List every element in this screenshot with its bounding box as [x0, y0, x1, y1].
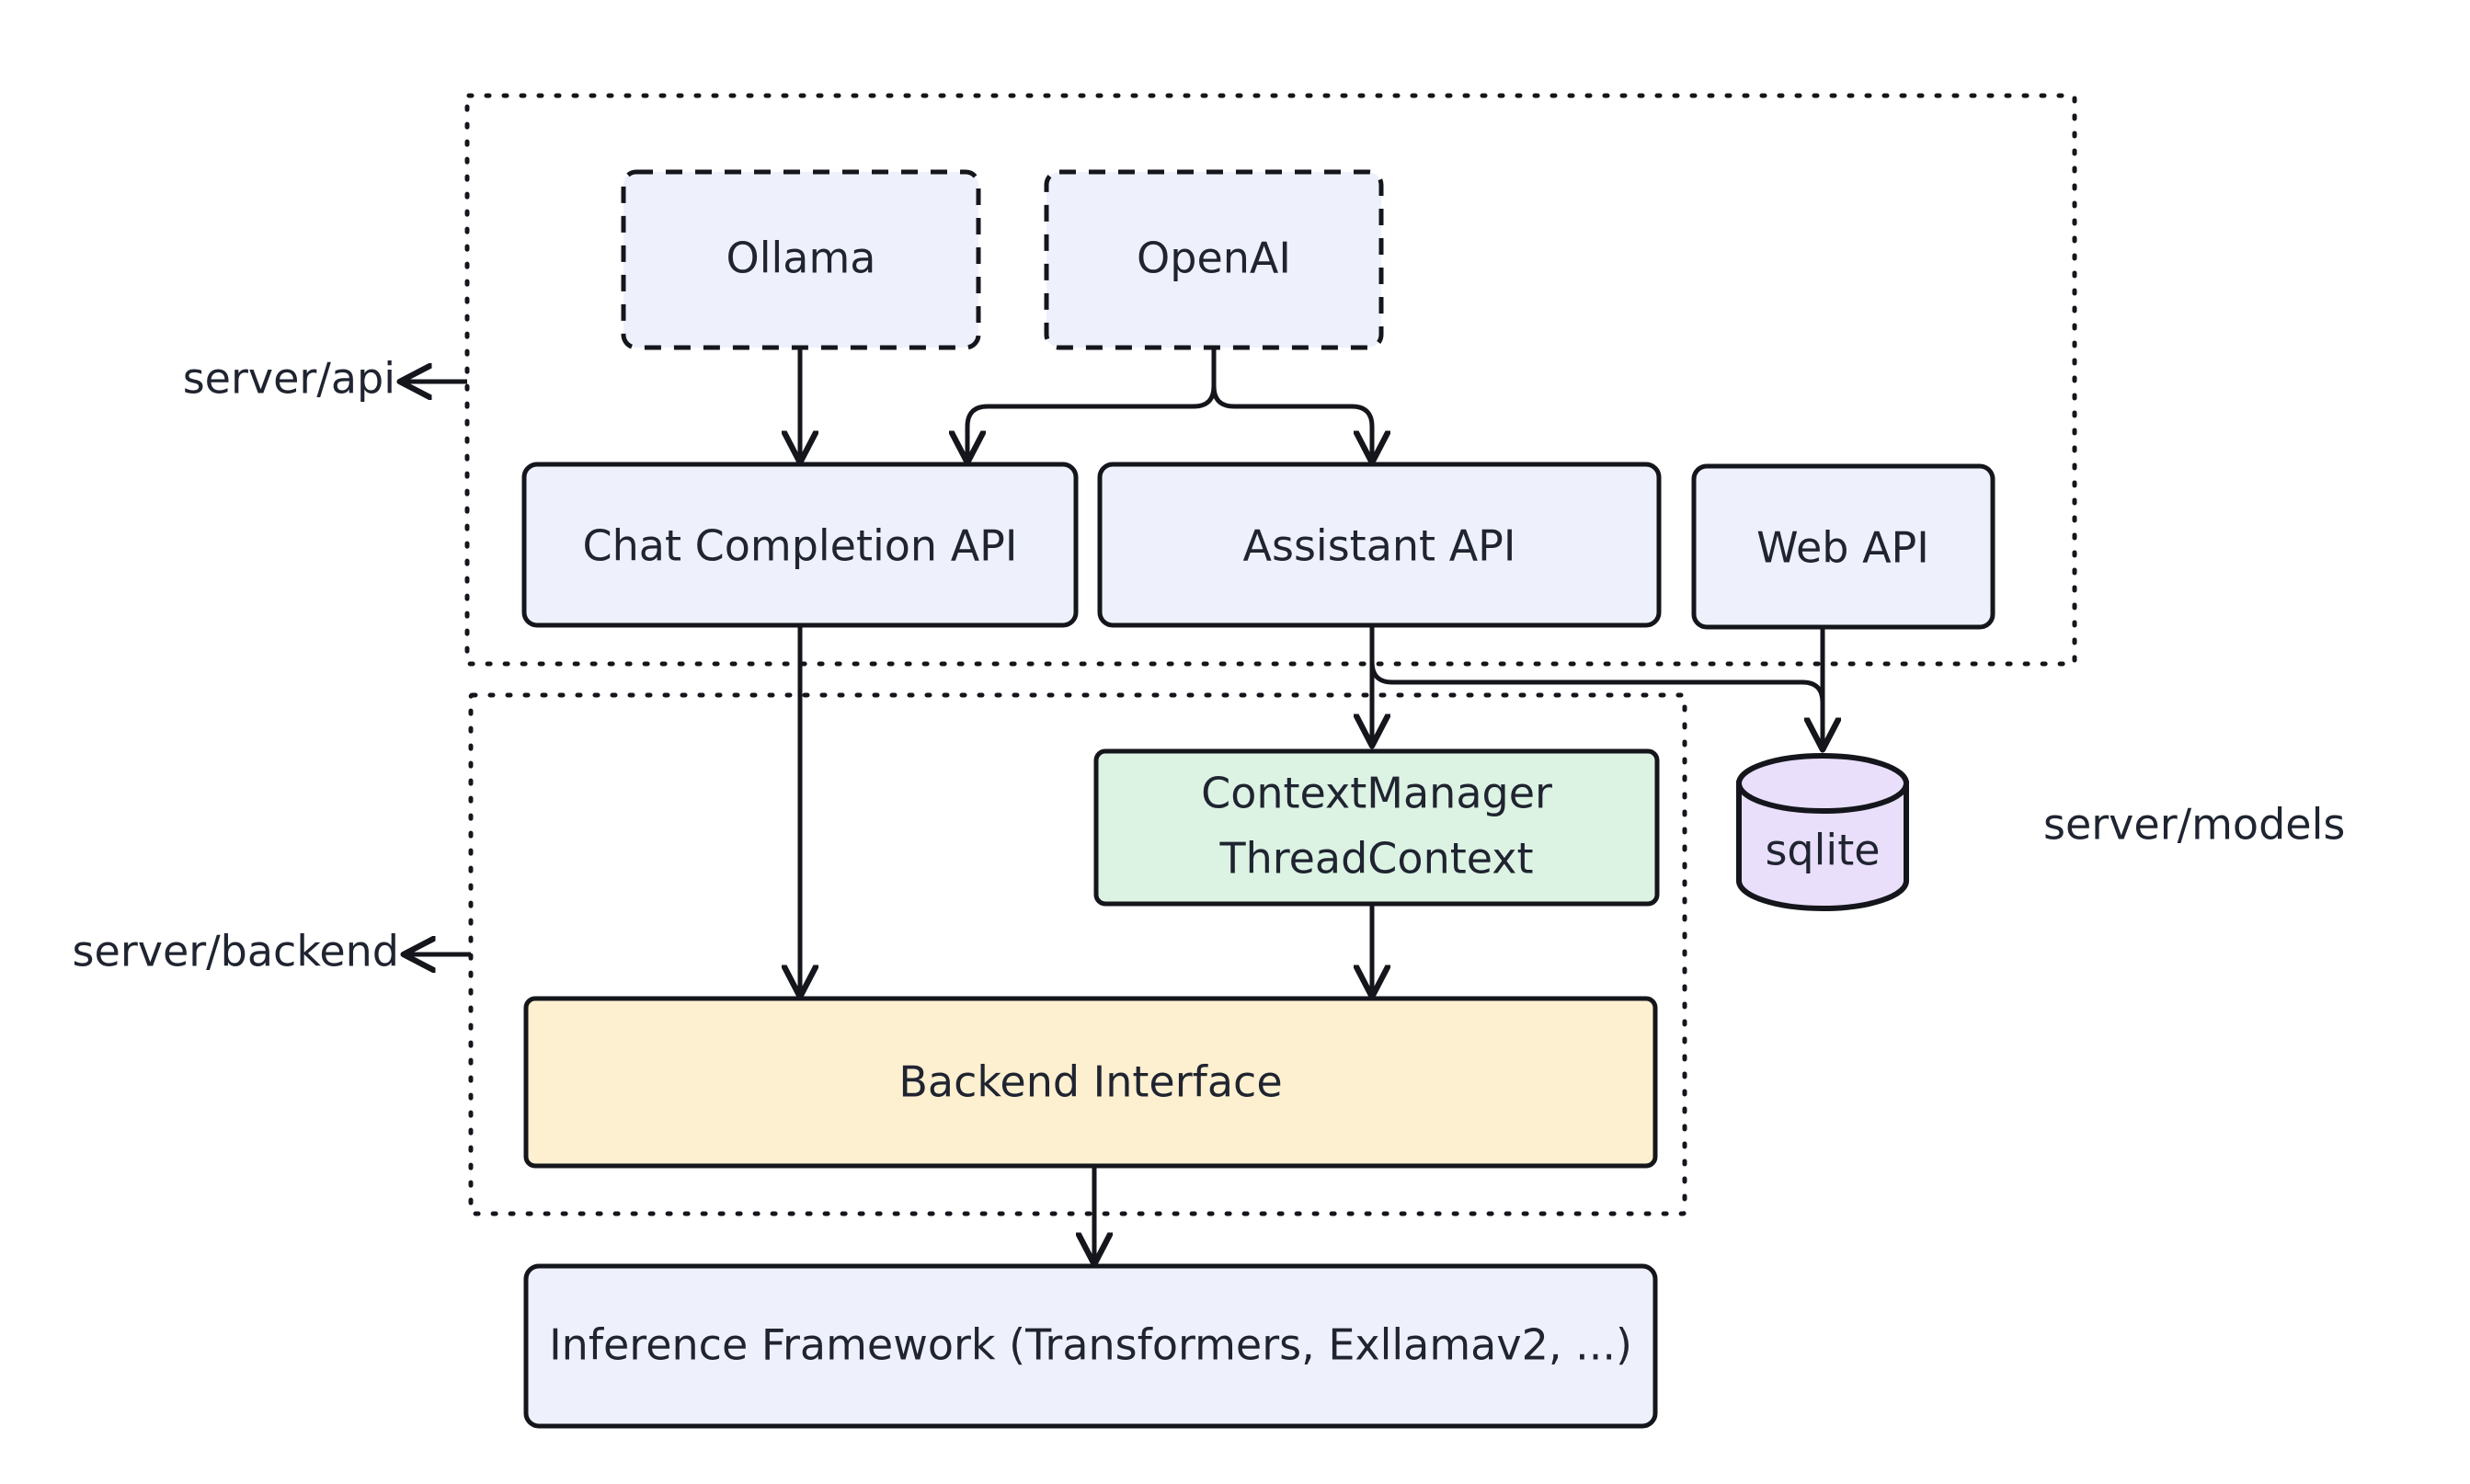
node-inference-framework-box[interactable] — [523, 1263, 1658, 1429]
node-context-manager[interactable]: ContextManager ThreadContext — [1093, 748, 1660, 907]
node-backend-interface-label: Backend Interface — [898, 1057, 1282, 1107]
node-context-manager-label-line2: ThreadContext — [1218, 834, 1533, 884]
node-web-api-box[interactable] — [1691, 463, 1995, 630]
node-inference-framework-label: Inference Framework (Transformers, Exlla… — [549, 1320, 1632, 1370]
node-backend-interface[interactable]: Backend Interface — [523, 996, 1658, 1169]
node-sqlite[interactable]: sqlite — [1736, 753, 1909, 911]
node-openai-box[interactable] — [1044, 169, 1384, 350]
node-assistant-api-box[interactable] — [1097, 462, 1662, 628]
node-inference-framework[interactable]: Inference Framework (Transformers, Exlla… — [523, 1263, 1658, 1429]
node-sqlite-label: sqlite — [1765, 826, 1880, 875]
node-chat-completion-api-label: Chat Completion API — [583, 521, 1018, 571]
node-assistant-api[interactable]: Assistant API — [1097, 462, 1662, 628]
group-label-backend: server/backend — [73, 927, 399, 976]
node-chat-completion-api[interactable]: Chat Completion API — [521, 462, 1079, 628]
edge-openai-to-assistant-api — [1211, 348, 1372, 460]
node-openai-label: OpenAI — [1137, 234, 1291, 283]
node-context-manager-label-line1: ContextManager — [1201, 769, 1552, 818]
node-sqlite-body[interactable] — [1736, 781, 1909, 911]
edge-assistant-api-to-sqlite — [1369, 625, 1823, 747]
edge-openai-to-chat-completion-api — [967, 348, 1217, 460]
node-ollama-box[interactable] — [621, 169, 981, 350]
node-assistant-api-label: Assistant API — [1243, 521, 1516, 571]
group-container-api — [464, 93, 2077, 667]
group-label-api: server/api — [183, 354, 395, 404]
group-label-models: server/models — [2043, 800, 2345, 850]
node-context-manager-box[interactable] — [1093, 748, 1660, 907]
node-web-api-label: Web API — [1756, 523, 1929, 573]
node-ollama-label: Ollama — [726, 234, 876, 283]
node-ollama[interactable]: Ollama — [621, 169, 981, 350]
node-chat-completion-api-box[interactable] — [521, 462, 1079, 628]
node-sqlite-top[interactable] — [1736, 753, 1909, 814]
node-backend-interface-box[interactable] — [523, 996, 1658, 1169]
node-web-api[interactable]: Web API — [1691, 463, 1995, 630]
node-openai[interactable]: OpenAI — [1044, 169, 1384, 350]
